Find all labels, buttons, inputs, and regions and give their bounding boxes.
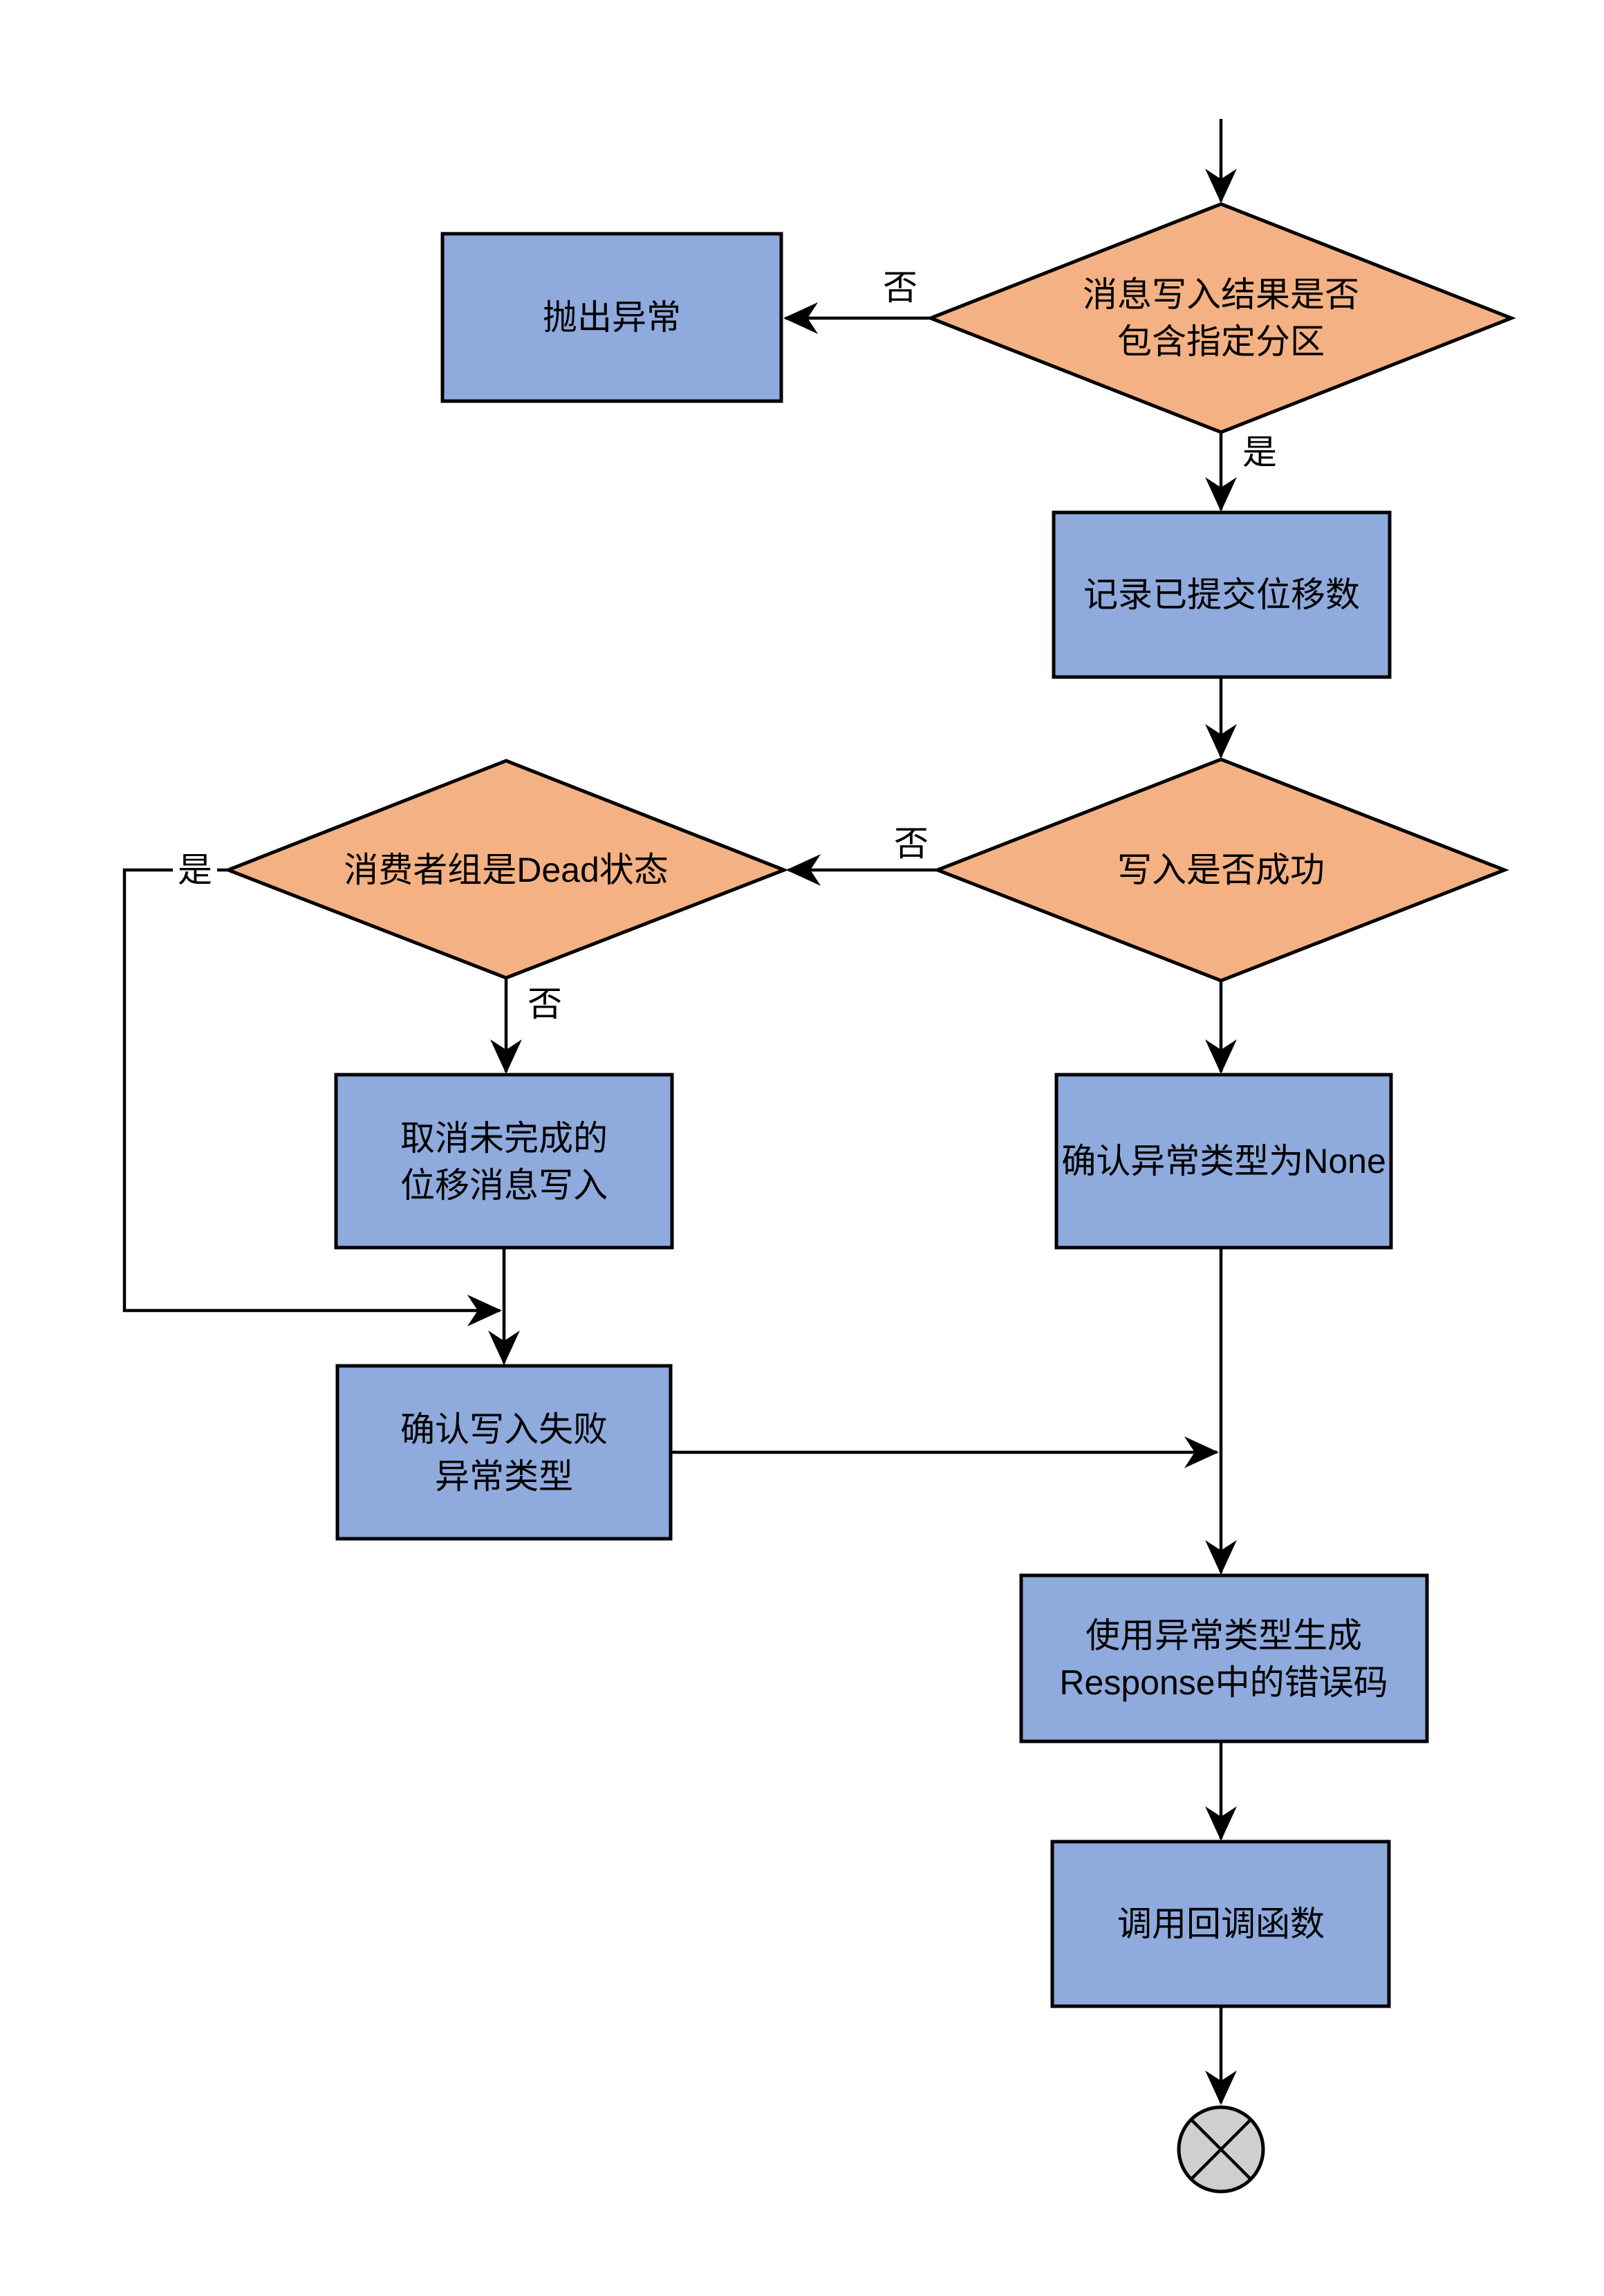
terminator-end-cross-line-2: [1190, 2118, 1252, 2181]
edge-label-partition-no: 否: [883, 268, 917, 307]
edge-label-group-dead-yes-group: 是: [173, 848, 217, 892]
process-invoke-callback-shape: [1050, 1840, 1391, 2008]
process-cancel-pending-writes-label-line1: 取消未完成的: [400, 1119, 608, 1158]
decision-check-write-success: 写入是否成功: [933, 757, 1509, 983]
process-cancel-pending-writes: 取消未完成的 位移消息写入: [334, 1073, 674, 1250]
decision-check-write-success-shape: [933, 757, 1509, 983]
decision-check-partition: 消息写入结果是否 包含指定分区: [926, 202, 1516, 434]
process-record-offsets-label: 记录已提交位移数: [1083, 575, 1360, 614]
decision-check-write-success-label: 写入是否成功: [1117, 851, 1325, 889]
process-invoke-callback-label: 调用回调函数: [1117, 1905, 1325, 1943]
process-generate-error-code: 使用异常类型生成 Response中的错误码: [1019, 1573, 1429, 1743]
process-confirm-write-failure: 确认写入失败 异常类型: [335, 1364, 673, 1541]
process-invoke-callback: 调用回调函数: [1050, 1840, 1391, 2008]
edge-label-group-dead-yes: 是: [178, 851, 212, 889]
decision-check-partition-label-line2: 包含指定分区: [1117, 322, 1325, 361]
process-confirm-write-failure-label-line1: 确认写入失败: [400, 1410, 608, 1449]
terminator-end: [1177, 2105, 1265, 2194]
process-generate-error-code-label-line1: 使用异常类型生成: [1085, 1616, 1362, 1655]
process-confirm-none-exception-label: 确认异常类型为None: [1061, 1142, 1386, 1181]
process-confirm-write-failure-shape: [335, 1364, 673, 1541]
edge-label-partition-yes: 是: [1242, 433, 1277, 472]
edge-label-write-success-no: 否: [894, 824, 929, 863]
decision-check-partition-label-line1: 消息写入结果是否: [1083, 275, 1359, 314]
edge-label-group-dead-no: 否: [528, 985, 562, 1024]
edge-label-group-dead-yes-bg: [173, 848, 217, 892]
process-cancel-pending-writes-shape: [334, 1073, 674, 1250]
decision-check-group-dead: 消费者组是Dead状态: [223, 759, 789, 980]
process-cancel-pending-writes-label-line2: 位移消息写入: [400, 1166, 608, 1205]
decision-check-partition-shape: [926, 202, 1516, 434]
decision-check-group-dead-shape: [223, 759, 789, 980]
process-throw-exception-label: 抛出异常: [543, 298, 681, 337]
process-confirm-none-exception: 确认异常类型为None: [1054, 1073, 1393, 1250]
process-generate-error-code-label-line2: Response中的错误码: [1059, 1663, 1388, 1702]
process-confirm-write-failure-label-line2: 异常类型: [435, 1457, 573, 1496]
process-generate-error-code-shape: [1019, 1573, 1429, 1743]
decision-check-group-dead-label: 消费者组是Dead状态: [344, 851, 669, 889]
process-throw-exception: 抛出异常: [440, 232, 783, 403]
process-confirm-none-exception-shape: [1054, 1073, 1393, 1250]
process-record-offsets: 记录已提交位移数: [1052, 510, 1392, 679]
process-throw-exception-shape: [440, 232, 783, 403]
process-record-offsets-shape: [1052, 510, 1392, 679]
